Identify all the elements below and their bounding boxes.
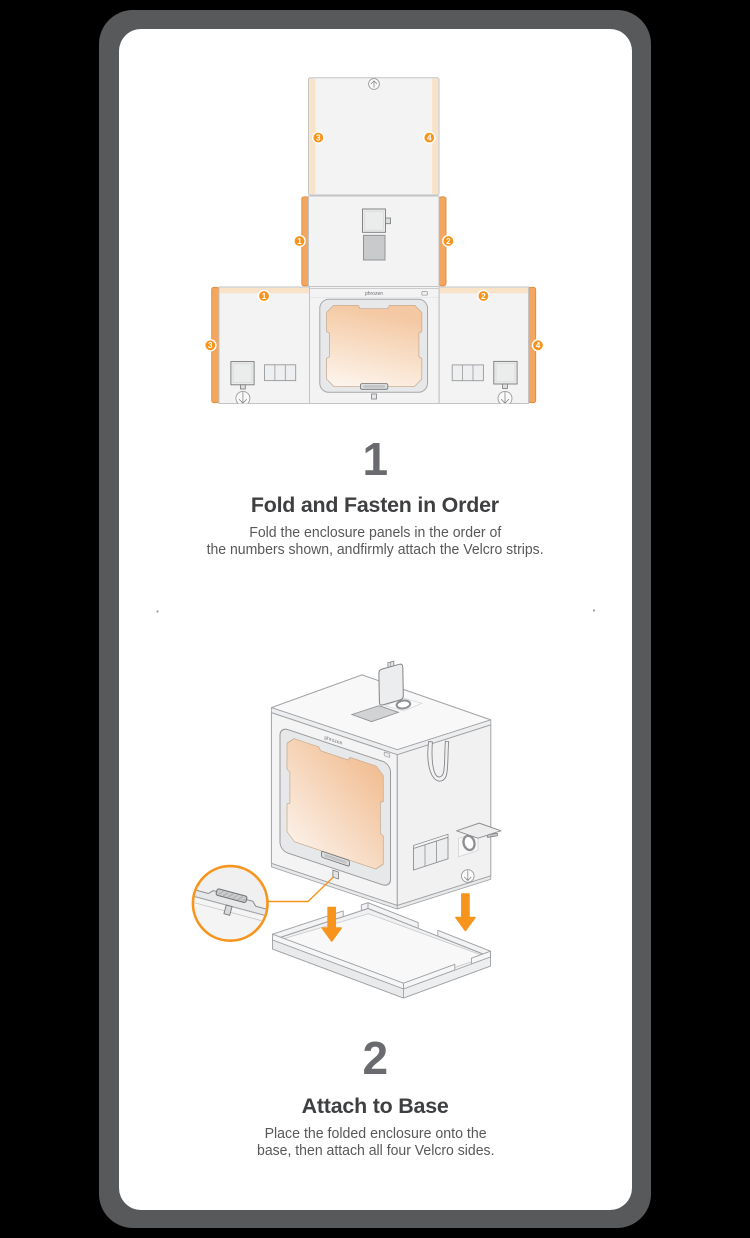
fold-order-badges: 3 4 1 2 1 — [203, 131, 544, 352]
box-front-artwork: phrozen — [278, 728, 391, 886]
attach-arrows — [320, 893, 476, 942]
side-panel-left — [210, 286, 310, 404]
magnifier-leader-line — [267, 875, 334, 903]
step-1-description-line-2: the numbers shown, andfirmly attach the … — [206, 540, 544, 558]
svg-text:1: 1 — [297, 237, 302, 246]
back-panel — [307, 77, 439, 196]
top-grommet — [395, 699, 411, 710]
lid-panel — [300, 195, 446, 287]
box-bottom-edge-right — [396, 875, 491, 910]
badge-lid-right: 2 — [441, 234, 455, 248]
magnifier-detail — [191, 864, 334, 943]
box-velcro-slot — [320, 851, 350, 867]
box-top-details — [350, 660, 423, 723]
instruction-graphics: phrozen 3 — [155, 77, 595, 999]
badge-side-left-edge: 3 — [203, 338, 217, 352]
side-vents — [412, 833, 448, 871]
divider-dot-right — [592, 609, 595, 612]
down-arrow-icon-box — [460, 869, 475, 883]
up-arrow-icon — [367, 78, 380, 90]
front-panel: phrozen — [308, 287, 439, 404]
svg-text:2: 2 — [446, 237, 451, 246]
svg-text:3: 3 — [316, 134, 321, 143]
down-arrow-icon-left — [234, 390, 250, 404]
badge-back-left: 3 — [311, 131, 325, 144]
divider-dot-left — [155, 610, 159, 613]
brand-logo-box: phrozen — [324, 735, 342, 747]
magnifier-ring — [191, 864, 269, 943]
side-right-details — [451, 360, 518, 389]
down-arrow-left — [320, 906, 342, 942]
tray-thickness-front-right — [402, 956, 491, 999]
front-panel-tab — [370, 393, 377, 400]
badge-side-right-edge: 4 — [531, 338, 544, 352]
box-right-details — [412, 740, 501, 883]
down-arrow-icon-right — [497, 390, 512, 404]
box-right-face — [396, 724, 491, 906]
front-panel-latch — [420, 291, 428, 296]
step-2-description-line-2: base, then attach all four Velcro sides. — [256, 1141, 494, 1159]
velcro-slot — [359, 383, 388, 390]
svg-text:3: 3 — [208, 341, 213, 350]
side-right-face — [438, 286, 529, 404]
instruction-card: phrozen 3 — [118, 29, 633, 1210]
side-left-face — [218, 286, 310, 404]
step-2-illustration: phrozen — [191, 660, 501, 999]
step-2-description-line-1: Place the folded enclosure onto the — [264, 1124, 487, 1142]
lid-module — [361, 208, 391, 261]
svg-text:4: 4 — [535, 341, 540, 350]
step-2-title: Attach to Base — [301, 1094, 449, 1118]
side-grommet — [461, 834, 476, 852]
svg-text:1: 1 — [261, 292, 266, 301]
back-panel-face — [307, 77, 439, 196]
brand-logo: phrozen — [364, 291, 382, 297]
side-panel-right — [438, 286, 536, 404]
step-1-number: 1 — [362, 433, 389, 486]
side-shelf — [455, 822, 501, 839]
badge-lid-left: 1 — [292, 234, 306, 248]
side-left-details — [229, 361, 296, 390]
step-1-description-line-1: Fold the enclosure panels in the order o… — [249, 523, 502, 541]
step-2-description: Place the folded enclosure onto the base… — [119, 1125, 633, 1159]
top-vent — [350, 705, 400, 723]
hanging-loop — [426, 740, 449, 782]
box-window-glass — [286, 738, 384, 870]
box-front-latch — [383, 751, 390, 758]
svg-text:4: 4 — [427, 134, 432, 143]
step-1-title: Fold and Fasten in Order — [251, 494, 500, 518]
badge-side-left-top: 1 — [257, 289, 270, 303]
step-2-number: 2 — [362, 1031, 389, 1084]
svg-text:2: 2 — [481, 292, 486, 301]
badge-back-right: 4 — [422, 131, 436, 144]
step-1-illustration: phrozen 3 — [203, 77, 544, 404]
step-1-description: Fold the enclosure panels in the order o… — [119, 524, 633, 558]
badge-side-right-top: 2 — [476, 289, 490, 303]
down-arrow-right — [454, 893, 476, 932]
window-glass — [325, 305, 422, 387]
top-flag — [377, 660, 404, 706]
